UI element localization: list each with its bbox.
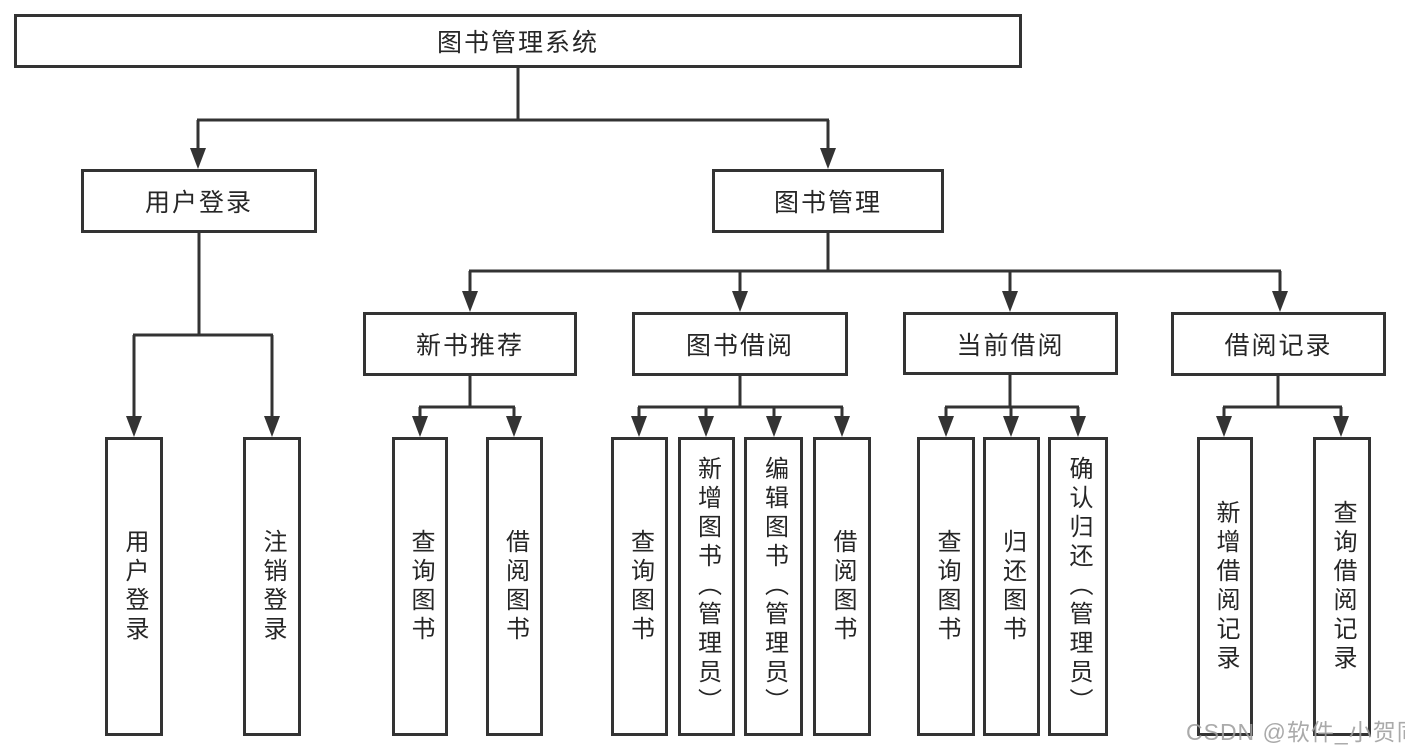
- connector-lines: [132, 68, 1343, 421]
- node-new-book-recommend: 新书推荐: [363, 312, 577, 376]
- leaf-label: 查询图书: [626, 528, 654, 645]
- leaf-label: 用户登录: [121, 528, 148, 645]
- node-book-borrowing: 图书借阅: [632, 312, 848, 376]
- node-label: 图书管理: [773, 189, 882, 217]
- leaf-label: 注销登录: [259, 528, 286, 645]
- leaf-add-books-admin: 新增图书（管理员）: [678, 437, 735, 736]
- csdn-watermark: CSDN @软件_小贺同学: [1186, 719, 1405, 745]
- node-book-management-branch: 图书管理: [712, 169, 944, 233]
- leaf-confirm-return-admin: 确认归还（管理员）: [1048, 437, 1108, 736]
- leaf-user-login: 用户登录: [105, 437, 163, 736]
- node-user-login-branch: 用户登录: [81, 169, 317, 233]
- leaf-query-books-recommend: 查询图书: [392, 437, 448, 736]
- node-label: 图书借阅: [685, 332, 794, 360]
- node-label: 用户登录: [144, 189, 253, 217]
- leaf-label: 确认归还（管理员）: [1065, 456, 1092, 717]
- leaf-edit-books-admin: 编辑图书（管理员）: [744, 437, 803, 736]
- leaf-label: 查询借阅记录: [1329, 499, 1356, 674]
- leaf-query-borrow-record: 查询借阅记录: [1313, 437, 1371, 736]
- leaf-label: 归还图书: [998, 528, 1026, 645]
- leaf-return-books: 归还图书: [983, 437, 1040, 736]
- leaf-label: 新增借阅记录: [1212, 499, 1239, 674]
- leaf-logout: 注销登录: [243, 437, 301, 736]
- node-root-system: 图书管理系统: [14, 14, 1022, 68]
- leaf-label: 查询图书: [933, 528, 960, 645]
- leaf-borrow-books-recommend: 借阅图书: [486, 437, 543, 736]
- leaf-label: 借阅图书: [829, 528, 856, 645]
- node-label: 新书推荐: [415, 332, 524, 360]
- leaf-borrow-books: 借阅图书: [813, 437, 871, 736]
- node-label: 图书管理系统: [436, 29, 599, 57]
- arrowheads: [126, 148, 1349, 437]
- leaf-label: 新增图书（管理员）: [693, 456, 721, 717]
- leaf-query-books-current: 查询图书: [917, 437, 975, 736]
- node-borrowing-records: 借阅记录: [1171, 312, 1386, 376]
- leaf-label: 查询图书: [407, 528, 434, 645]
- leaf-add-borrow-record: 新增借阅记录: [1197, 437, 1253, 736]
- leaf-query-books-borrowing: 查询图书: [611, 437, 668, 736]
- node-current-borrowing: 当前借阅: [903, 312, 1118, 375]
- node-label: 借阅记录: [1224, 332, 1333, 360]
- node-label: 当前借阅: [956, 331, 1065, 360]
- leaf-label: 编辑图书（管理员）: [760, 456, 788, 717]
- leaf-label: 借阅图书: [501, 528, 529, 645]
